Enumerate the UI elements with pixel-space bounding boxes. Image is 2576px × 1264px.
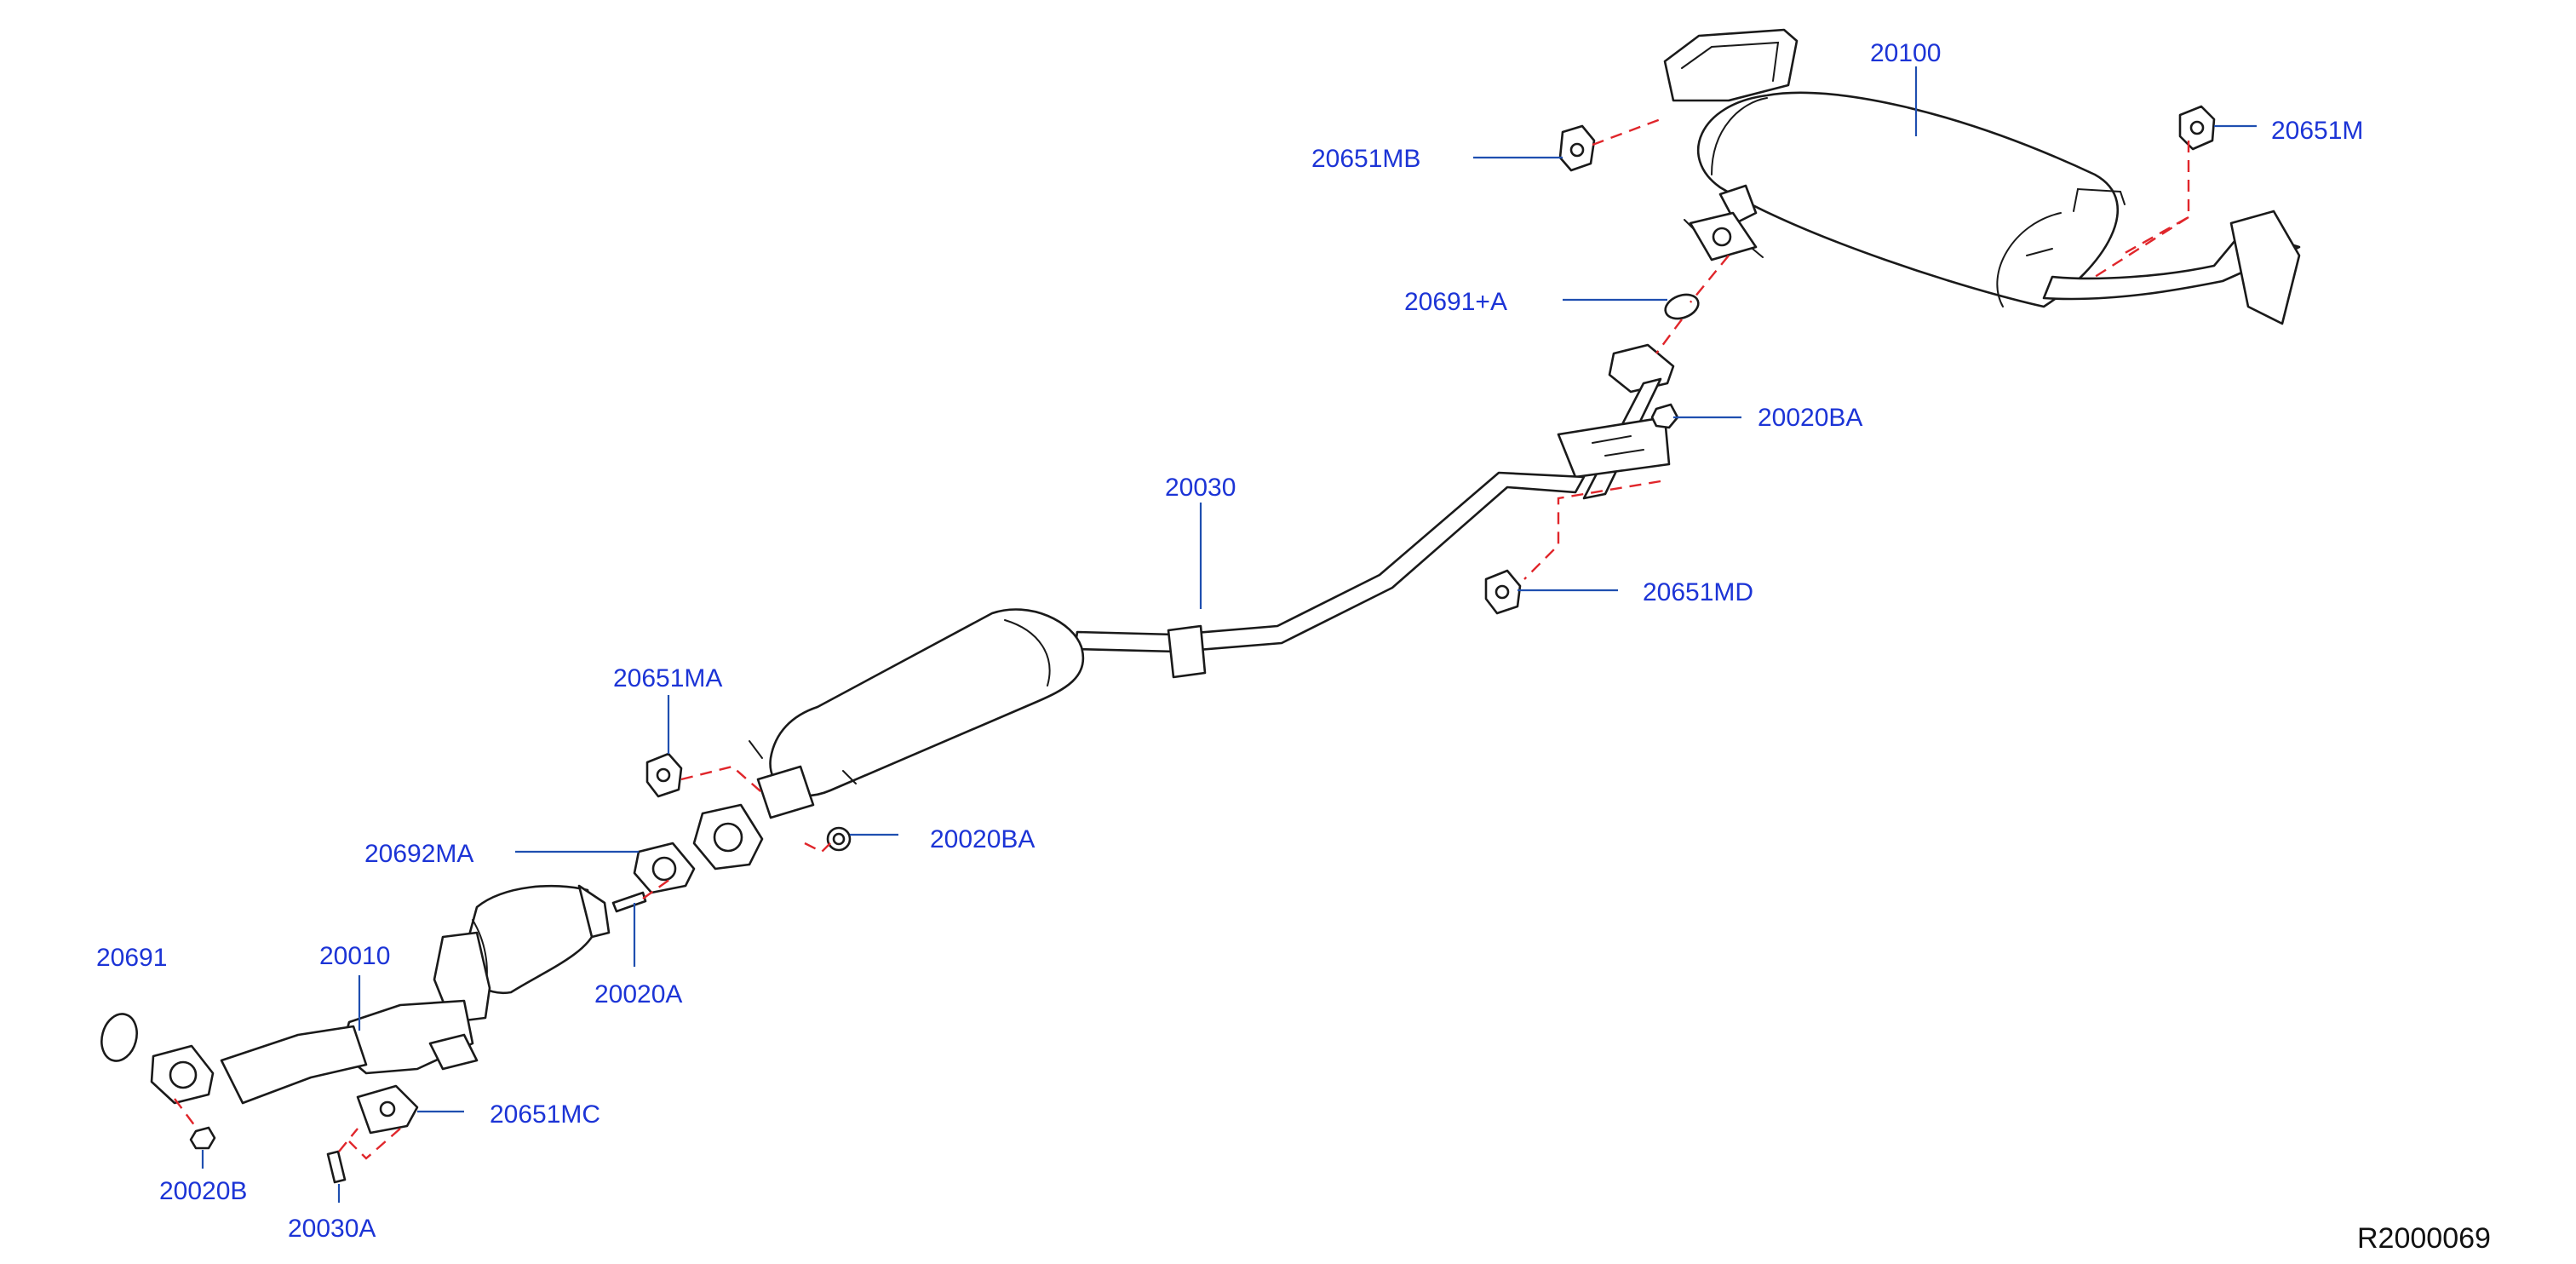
flange-nut-20020ba-upper: [1650, 403, 1679, 429]
callout-20651md: 20651MD: [1643, 578, 1753, 606]
flange-nut-20020b: [189, 1126, 216, 1150]
mounting-rubber-20651md: [1484, 569, 1522, 615]
flange-gasket-20692ma: [633, 842, 696, 894]
mounting-rubber-20651mb: [1558, 124, 1596, 172]
callout-20692ma: 20692MA: [364, 840, 473, 868]
callout-20651ma: 20651MA: [613, 664, 722, 692]
gasket-ring-20691a: [1664, 293, 1700, 320]
callout-20020b: 20020B: [159, 1177, 247, 1205]
callout-20010: 20010: [319, 942, 390, 970]
callout-20651m: 20651M: [2271, 117, 2363, 145]
center-tube-part: [692, 343, 1675, 870]
leader-lines: [201, 66, 2257, 1203]
mounting-rubber-20651ma: [645, 752, 683, 798]
callout-20030a: 20030A: [288, 1215, 376, 1243]
callout-20651mc: 20651MC: [490, 1100, 600, 1129]
callout-20030: 20030: [1165, 474, 1236, 502]
callout-20020a: 20020A: [594, 980, 682, 1008]
mounting-bracket-20651mc: [356, 1084, 419, 1135]
front-tube-catalyst-part: [150, 884, 611, 1105]
callout-20691a: 20691+A: [1404, 288, 1507, 316]
rear-muffler-part: [1663, 28, 2301, 325]
assembly-dash-lines: [174, 118, 2190, 1160]
callout-20651mb: 20651MB: [1311, 145, 1420, 173]
stud-bolt-20020a: [611, 891, 647, 913]
callout-20100: 20100: [1870, 39, 1941, 67]
mounting-rubber-20651m: [2178, 105, 2216, 151]
callout-20020ba-upper: 20020BA: [1758, 404, 1862, 432]
bolt-20030a: [326, 1150, 347, 1184]
gasket-ring-20691: [100, 1013, 138, 1062]
callout-20020ba-lower: 20020BA: [930, 825, 1035, 853]
diagram-reference-code: R2000069: [2357, 1222, 2491, 1255]
flange-nut-20020ba-lower: [826, 826, 852, 852]
callout-20691: 20691: [96, 944, 167, 972]
